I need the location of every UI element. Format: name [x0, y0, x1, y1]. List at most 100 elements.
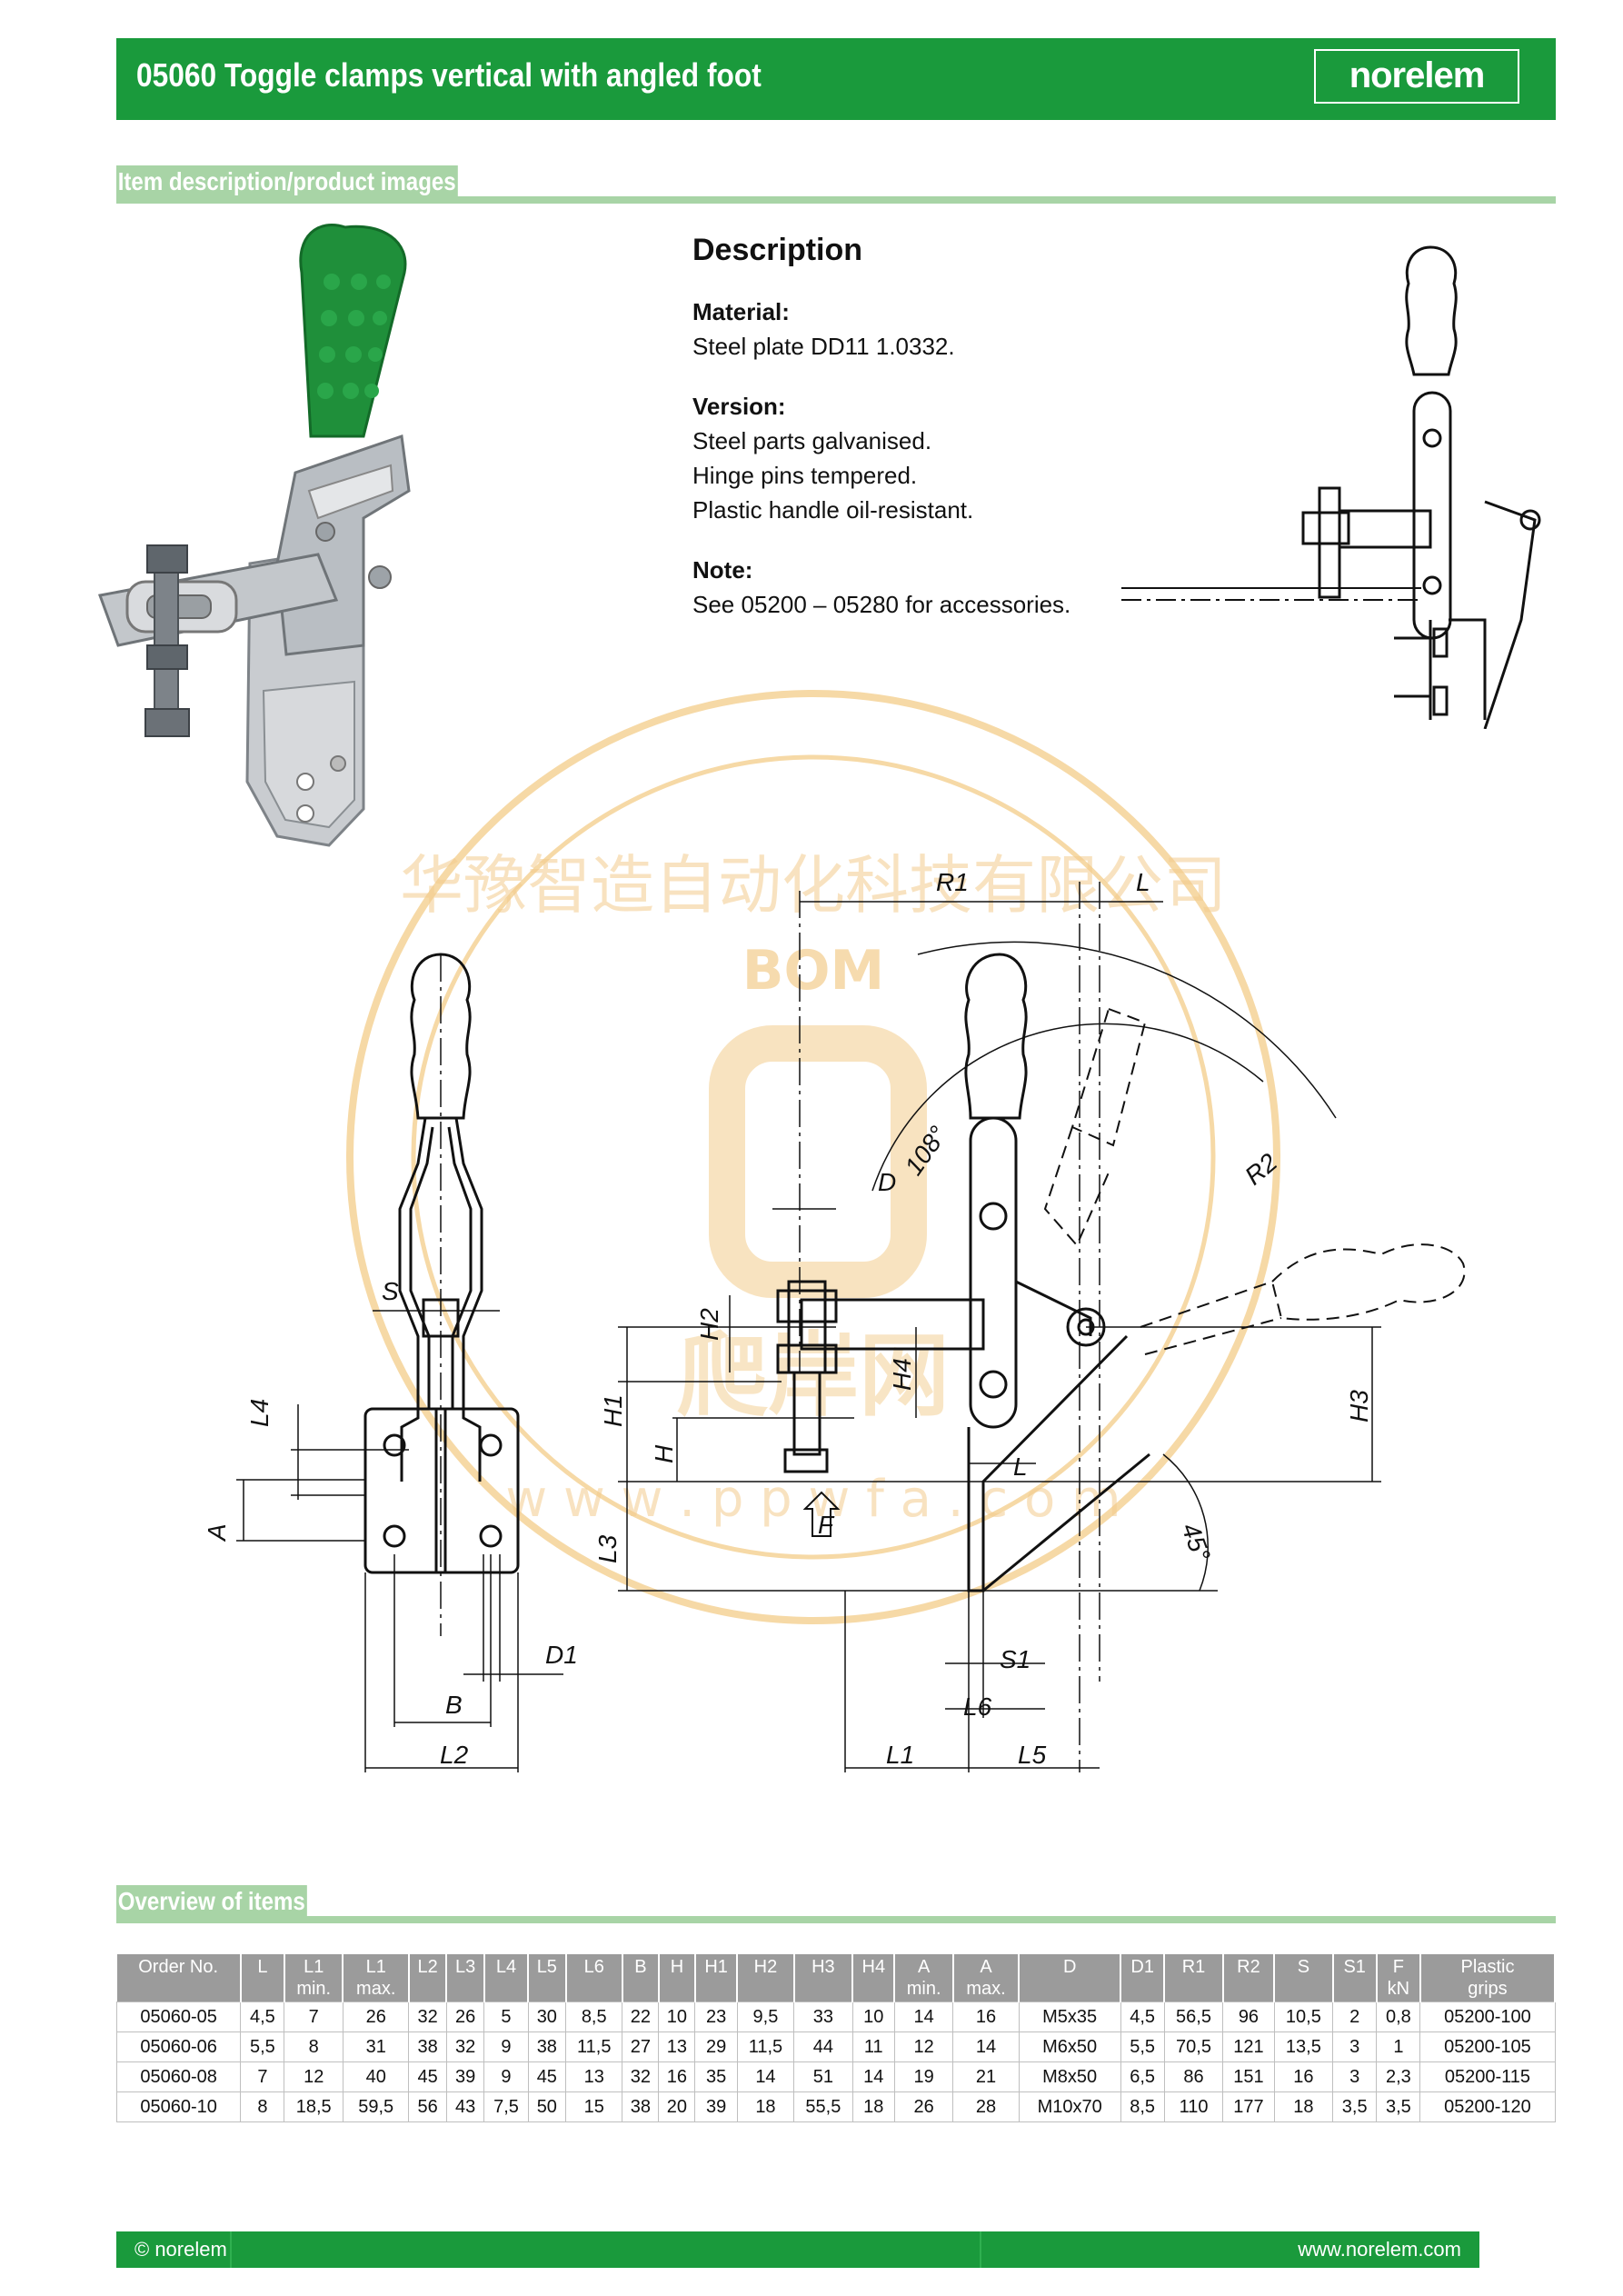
column-header-label: L1 [365, 1957, 386, 1977]
description-heading: Description [692, 233, 863, 267]
table-cell: 38 [527, 2031, 567, 2062]
label-45: 45° [1176, 1519, 1216, 1564]
table-cell: 9 [483, 2061, 529, 2092]
table-cell: 18 [851, 2091, 895, 2122]
column-header-label: B [634, 1957, 647, 1977]
table-cell: 12 [284, 2061, 344, 2092]
label-108: 108° [900, 1121, 953, 1180]
version-line: Hinge pins tempered. [692, 462, 918, 489]
page-footer: © norelem www.norelem.com [116, 2231, 1479, 2268]
table-cell: 38 [408, 2031, 447, 2062]
table-cell: 177 [1222, 2091, 1275, 2122]
table-cell: 21 [952, 2061, 1020, 2092]
table-cell: 05060-10 [115, 2091, 242, 2122]
table-cell: 8,5 [565, 2002, 623, 2032]
material-text: Steel plate DD11 1.0332. [692, 333, 955, 360]
column-header-label: D [1062, 1957, 1077, 1977]
column-header: L2 [408, 1954, 448, 2002]
column-header: H [658, 1954, 696, 2002]
table-cell: 33 [793, 2002, 853, 2032]
table-cell: 7,5 [483, 2091, 529, 2122]
table-cell: 8 [284, 2031, 344, 2062]
table-cell: 18 [736, 2091, 795, 2122]
norelem-logo[interactable]: norelem [1314, 49, 1519, 104]
column-header-label: H [670, 1957, 684, 1977]
table-cell: 14 [736, 2061, 795, 2092]
label-F: F [818, 1511, 835, 1539]
column-header-sublabel: min. [906, 1979, 941, 1999]
table-cell: 8,5 [1120, 2091, 1165, 2122]
table-cell: 13 [658, 2031, 696, 2062]
column-header-label: H1 [704, 1957, 728, 1977]
column-header: L6 [565, 1954, 623, 2002]
table-cell: M8x50 [1018, 2061, 1121, 2092]
column-header: R2 [1222, 1954, 1276, 2002]
table-cell: 16 [952, 2002, 1020, 2032]
table-cell: 56,5 [1163, 2002, 1224, 2032]
table-cell: 20 [658, 2091, 696, 2122]
column-header-sublabel: grips [1468, 1979, 1508, 1999]
column-header-label: L4 [495, 1957, 517, 1977]
column-header-sublabel: max. [966, 1979, 1006, 1999]
table-cell: 12 [893, 2031, 954, 2062]
table-cell: 9 [483, 2031, 529, 2062]
table-cell: 44 [793, 2031, 853, 2062]
label-L6: L6 [963, 1692, 992, 1721]
section-rule [116, 196, 1556, 204]
label-H2: H2 [695, 1308, 723, 1341]
note-label: Note: [692, 556, 753, 584]
description-block: Description Material: Steel plate DD11 1… [692, 233, 1201, 647]
column-header: Order No. [116, 1954, 242, 2002]
column-header-label: S1 [1343, 1957, 1366, 1977]
version-line: Steel parts galvanised. [692, 427, 932, 454]
column-header: H1 [694, 1954, 739, 2002]
table-cell: 121 [1222, 2031, 1275, 2062]
column-header-label: Order No. [138, 1957, 219, 1977]
column-header-label: L1 [304, 1957, 324, 1977]
table-cell: 11,5 [565, 2031, 623, 2062]
table-cell: 32 [445, 2031, 485, 2062]
column-header: L [240, 1954, 285, 2002]
label-L3: L3 [593, 1534, 622, 1563]
table-cell: 26 [342, 2002, 410, 2032]
table-cell: 5,5 [1120, 2031, 1165, 2062]
table-cell: 26 [445, 2002, 485, 2032]
table-cell: 3,5 [1332, 2091, 1378, 2122]
column-header-label: L5 [536, 1957, 557, 1977]
table-cell: 16 [1273, 2061, 1334, 2092]
side-view [618, 882, 1466, 1772]
table-cell: 35 [694, 2061, 738, 2092]
table-cell: 05060-06 [115, 2031, 242, 2062]
table-cell: 13,5 [1273, 2031, 1334, 2062]
side-schematic [1121, 245, 1541, 729]
page-title: 05060 Toggle clamps vertical with angled… [136, 56, 762, 94]
section-images-label: Item description/product images [116, 165, 458, 198]
column-header: L5 [528, 1954, 567, 2002]
table-cell: 45 [408, 2061, 447, 2092]
table-cell: 11 [851, 2031, 895, 2062]
table-cell: 14 [893, 2002, 954, 2032]
table-cell: 10 [658, 2002, 696, 2032]
table-cell: 7 [240, 2061, 285, 2092]
table-cell: 4,5 [240, 2002, 285, 2032]
footer-url[interactable]: www.norelem.com [1298, 2238, 1461, 2261]
table-cell: 5,5 [240, 2031, 285, 2062]
table-cell: 110 [1163, 2091, 1224, 2122]
column-header-label: L3 [455, 1957, 476, 1977]
table-cell: 05200-115 [1419, 2061, 1556, 2092]
column-header-sublabel: kN [1387, 1979, 1410, 1999]
table-cell: 27 [622, 2031, 660, 2062]
table-cell: 26 [893, 2091, 954, 2122]
column-header: L3 [446, 1954, 485, 2002]
label-H: H [650, 1444, 678, 1463]
table-cell: 31 [342, 2031, 410, 2062]
table-cell: 28 [952, 2091, 1020, 2122]
table-cell: M5x35 [1018, 2002, 1121, 2032]
table-cell: 2 [1332, 2002, 1378, 2032]
column-header: S [1274, 1954, 1334, 2002]
